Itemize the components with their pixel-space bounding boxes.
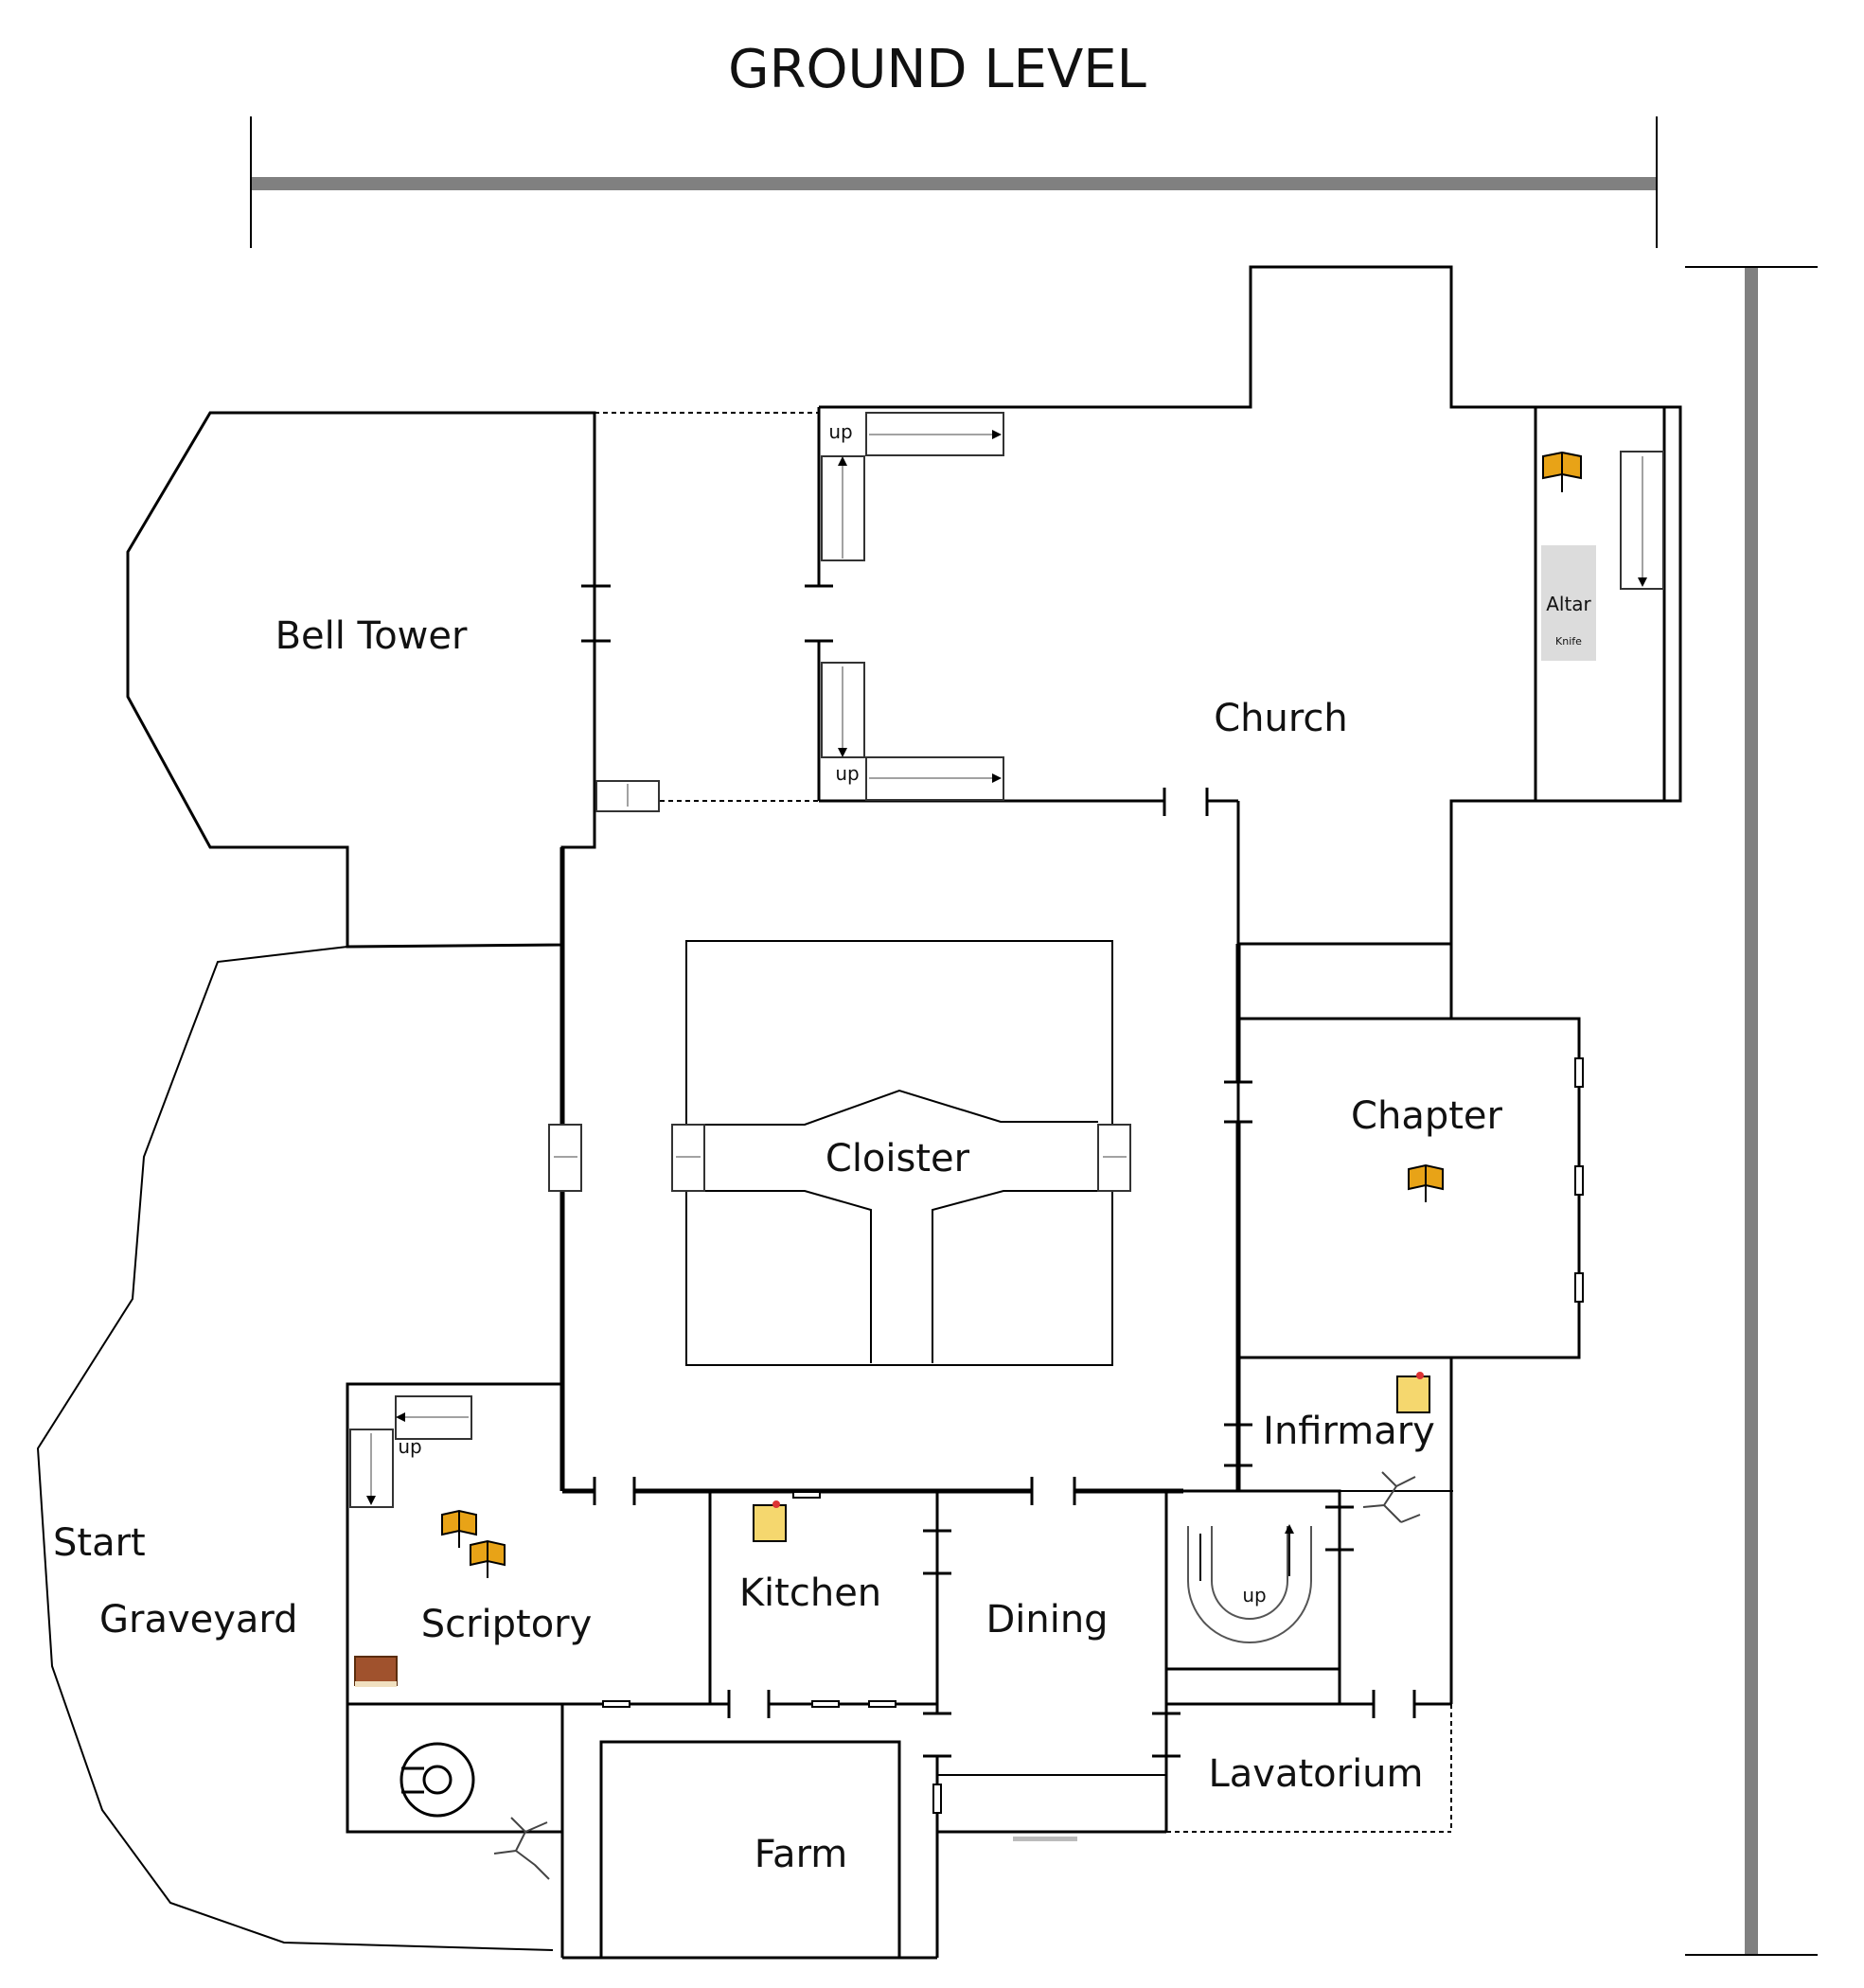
room-label-farm: Farm [754, 1833, 848, 1876]
room-label-lavatorium: Lavatorium [1208, 1752, 1423, 1796]
stair-up-label: up [835, 762, 859, 785]
stair-cloister-west[interactable] [548, 1124, 582, 1192]
sticky-note-icon[interactable] [753, 1500, 787, 1542]
stair-cloister-center[interactable] [671, 1124, 705, 1192]
open-book-icon[interactable] [470, 1539, 506, 1578]
stair-church-sw-side[interactable] [821, 662, 865, 758]
room-label-chapter: Chapter [1351, 1094, 1502, 1138]
open-book-icon[interactable] [441, 1509, 477, 1548]
stair-church-sw-bottom[interactable]: up [835, 756, 1004, 801]
open-book-icon[interactable] [1408, 1163, 1444, 1202]
infirmary-walls [1238, 1356, 1453, 1704]
room-label-church: Church [1214, 697, 1348, 740]
room-label-infirmary: Infirmary [1263, 1410, 1435, 1453]
graveyard-boundary [36, 946, 554, 1951]
altar-item-label: Knife [1555, 635, 1582, 648]
start-marker-label: Start [53, 1521, 146, 1565]
bell-tower-walls [126, 411, 596, 949]
room-label-graveyard: Graveyard [99, 1598, 298, 1642]
church-walls [819, 265, 1682, 946]
room-label-bell-tower: Bell Tower [275, 614, 468, 658]
stair-scriptory-top[interactable] [395, 1395, 472, 1440]
vertical-scale-bar [1685, 266, 1818, 1956]
map-title: GROUND LEVEL [728, 39, 1146, 100]
stair-up-label: up [398, 1435, 421, 1458]
stair-belltower-south[interactable] [595, 780, 660, 812]
sticky-note-icon[interactable] [1396, 1372, 1430, 1413]
horizontal-scale-bar [250, 116, 1658, 248]
u-stair[interactable]: up [1187, 1524, 1312, 1643]
chapter-walls [1238, 942, 1453, 1021]
crack-icon [493, 1817, 550, 1880]
room-label-cloister: Cloister [825, 1137, 970, 1180]
stair-church-east[interactable] [1620, 451, 1664, 590]
closed-book-icon[interactable] [354, 1656, 398, 1687]
stair-cloister-east[interactable] [1097, 1124, 1131, 1192]
stair-church-nw-side[interactable] [821, 455, 865, 561]
altar-label: Altar [1546, 593, 1591, 615]
room-label-dining: Dining [985, 1598, 1108, 1642]
farm-field [599, 1740, 901, 1960]
altar[interactable]: Altar Knife [1541, 545, 1596, 661]
open-book-icon[interactable] [1542, 451, 1582, 492]
scriptory-walls [346, 1382, 562, 1834]
spiral-stair-icon[interactable] [399, 1742, 475, 1818]
stair-church-nw-top[interactable]: up [828, 412, 1004, 456]
room-label-scriptory: Scriptory [421, 1603, 593, 1646]
stair-up-label: up [828, 420, 852, 443]
stair-scriptory-side[interactable]: up [349, 1429, 422, 1508]
crack-icon [1362, 1471, 1421, 1523]
room-label-kitchen: Kitchen [739, 1571, 881, 1615]
u-stair-up-label: up [1242, 1584, 1266, 1606]
